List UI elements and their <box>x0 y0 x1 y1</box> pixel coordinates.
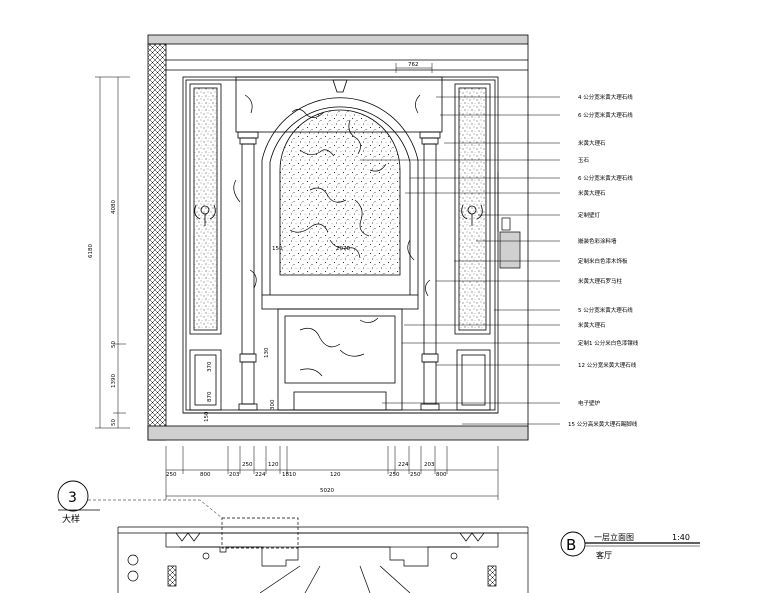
annotation-label: 6 公分宽米黄大理石线 <box>578 174 633 182</box>
annotation-label: 米黄大理石 <box>578 321 606 329</box>
bottom-dim-label: 224 <box>398 462 409 468</box>
title-letter: B <box>566 536 576 554</box>
inner-dim: 130 <box>264 347 270 358</box>
inner-dim: 370 <box>207 361 213 372</box>
bottom-dimensions <box>165 446 499 500</box>
annotation-label: 15 公分高米黄大理石踢脚线 <box>568 420 638 428</box>
inner-dim: 150 <box>272 246 283 252</box>
title-sub: 客厅 <box>596 550 612 560</box>
title-scale: 1:40 <box>672 533 690 542</box>
bottom-dim-label: 250 <box>166 472 177 478</box>
bottom-dim-label: 203 <box>229 472 240 478</box>
annotation-label: 5 公分宽米黄大理石线 <box>578 306 633 314</box>
annotation-label: 定制米白色漆木饰板 <box>578 257 628 265</box>
wall-lamp-left <box>194 204 216 226</box>
annotation-leaders <box>360 96 560 425</box>
inner-dim: 150 <box>204 411 210 422</box>
bottom-dim-label: 800 <box>200 472 211 478</box>
annotation-label: 定制壁灯 <box>578 211 601 219</box>
top-dimension-label: 762 <box>408 62 419 68</box>
annotation-label: 米黄大理石 <box>578 189 606 197</box>
annotation-label: 嵌装色彩涂料墙 <box>578 237 617 245</box>
section-marker-label: 大样 <box>62 513 80 525</box>
bottom-dim-label: 120 <box>268 462 279 468</box>
annotation-label: 米黄大理石 <box>578 139 606 147</box>
bottom-dim-label: 120 <box>330 472 341 478</box>
bottom-dim-label: 250 <box>410 472 421 478</box>
wall-lamp-right <box>461 204 483 226</box>
side-fixture <box>497 172 521 269</box>
wall-elevation <box>147 34 529 441</box>
total-width-label: 5020 <box>320 488 334 494</box>
marble-veining <box>233 94 431 377</box>
annotation-label: 6 公分宽米黄大理石线 <box>578 111 633 119</box>
title-main: 一层立面图 <box>594 532 634 542</box>
left-dimensions <box>95 76 130 429</box>
section-callout: 3 大样 <box>57 480 223 525</box>
annotation-label: 12 公分宽米黄大理石线 <box>578 361 637 369</box>
annotation-label: 定制1 公分米白色漆镶线 <box>578 339 639 347</box>
annotation-labels: 4 公分宽米黄大理石线 6 公分宽米黄大理石线 米黄大理石 玉石 6 公分宽米黄… <box>568 93 639 428</box>
dim-height-gap: 50 <box>111 341 117 348</box>
title-block: B 一层立面图 1:40 客厅 <box>560 531 700 560</box>
dim-height-total: 6180 <box>88 244 94 258</box>
annotation-label: 4 公分宽米黄大理石线 <box>578 93 633 101</box>
inner-dim: 870 <box>207 391 213 402</box>
plan-detail <box>117 517 529 593</box>
inner-dim: 2070 <box>336 246 350 252</box>
section-marker-number: 3 <box>68 490 77 506</box>
dim-height-upper: 4080 <box>111 200 117 214</box>
dim-height-lower: 1390 <box>111 374 117 388</box>
top-dimension <box>395 63 433 73</box>
bottom-dim-label: 224 <box>255 472 266 478</box>
bottom-dim-label: 800 <box>436 472 447 478</box>
annotation-label: 米黄大理石罗马柱 <box>578 277 623 285</box>
annotation-label: 玉石 <box>578 157 590 164</box>
bottom-dim-label: 1810 <box>282 472 296 478</box>
bottom-dim-label: 250 <box>242 462 253 468</box>
bottom-dim-label: 250 <box>389 472 400 478</box>
annotation-label: 电子壁炉 <box>578 399 601 407</box>
bottom-dim-label: 203 <box>424 462 435 468</box>
dim-height-base: 50 <box>111 419 117 426</box>
inner-dim: 300 <box>270 399 276 410</box>
